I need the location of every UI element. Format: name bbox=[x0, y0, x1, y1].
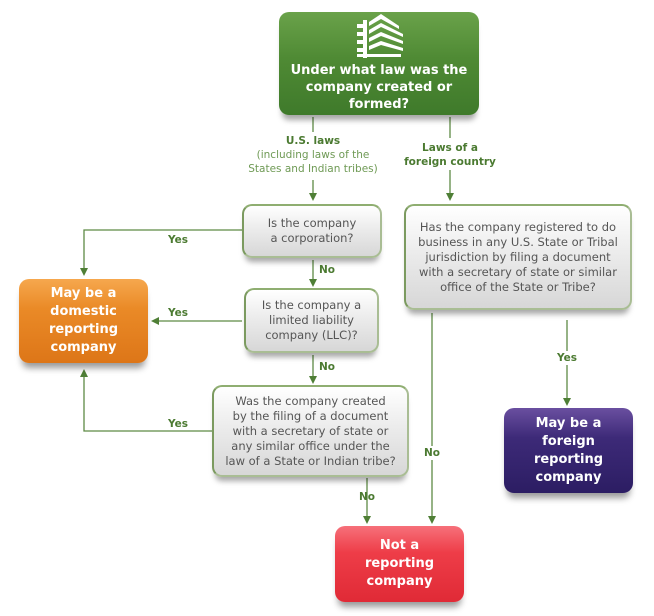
result-not-reporting: Not a reporting company bbox=[335, 526, 464, 602]
result-line: May be a bbox=[535, 415, 602, 431]
result-line: Not a bbox=[379, 538, 420, 553]
question-line: Was the company created bbox=[235, 393, 386, 408]
edge-label-filing-yes: Yes bbox=[167, 418, 188, 430]
result-line: reporting bbox=[48, 322, 119, 337]
result-line: domestic bbox=[50, 304, 117, 319]
connector-corporation-yes bbox=[80, 229, 242, 276]
question-line: a corporation? bbox=[270, 231, 354, 245]
foreign-laws-line2: foreign country bbox=[404, 156, 496, 168]
result-line: reporting bbox=[533, 451, 604, 467]
question-line: company (LLC)? bbox=[265, 328, 358, 342]
us-laws-title: U.S. laws bbox=[285, 135, 341, 147]
edge-label-registered-no: No bbox=[421, 446, 443, 460]
question-line: Has the company registered to do bbox=[419, 219, 617, 234]
result-line: foreign bbox=[542, 433, 595, 449]
result-line: company bbox=[366, 574, 433, 589]
edge-label-llc-no: No bbox=[318, 361, 335, 373]
question-line: any similar office under the bbox=[231, 438, 390, 453]
start-node: Under what law was the company created o… bbox=[279, 12, 479, 115]
result-domestic-reporting: May be a domestic reporting company bbox=[19, 279, 148, 363]
foreign-laws-line1: Laws of a bbox=[422, 142, 478, 154]
connector-filing-yes bbox=[80, 369, 212, 432]
question-line: with a secretary of state or bbox=[232, 423, 389, 438]
us-laws-subtitle-line2: States and Indian tribes) bbox=[248, 163, 378, 175]
edge-label-filing-no: No bbox=[358, 491, 375, 503]
question-llc: Is the company a limited liability compa… bbox=[244, 288, 379, 353]
start-question-line1: Under what law was the bbox=[290, 63, 468, 78]
question-corporation: Is the company a corporation? bbox=[242, 204, 382, 258]
question-line: law of a State or Indian tribe? bbox=[225, 453, 396, 468]
result-line: company bbox=[50, 340, 117, 355]
us-laws-subtitle-line1: (including laws of the bbox=[256, 149, 370, 161]
result-line: company bbox=[535, 469, 602, 485]
start-question-line2: company created or formed? bbox=[305, 80, 453, 112]
us-laws-label: U.S. laws (including laws of the States … bbox=[233, 134, 393, 176]
question-line: limited liability bbox=[269, 313, 354, 327]
question-line: Is the company bbox=[267, 216, 357, 230]
result-line: May be a bbox=[50, 286, 117, 301]
edge-label-registered-yes: Yes bbox=[549, 351, 585, 365]
question-filing: Was the company created by the filing of… bbox=[212, 385, 409, 477]
question-line: Is the company a bbox=[261, 298, 362, 312]
question-line: by the filing of a document bbox=[232, 408, 389, 423]
question-registered: Has the company registered to do busines… bbox=[404, 204, 632, 310]
question-line: office of the State or Tribe? bbox=[440, 279, 596, 294]
question-line: jurisdiction by filing a document bbox=[425, 249, 611, 264]
building-icon bbox=[357, 14, 403, 58]
question-line: business in any U.S. State or Tribal bbox=[418, 234, 618, 249]
edge-label-corporation-no: No bbox=[318, 264, 335, 276]
edge-label-llc-yes: Yes bbox=[167, 307, 188, 319]
result-line: reporting bbox=[364, 556, 435, 571]
foreign-laws-label: Laws of a foreign country bbox=[395, 141, 505, 169]
question-line: with a secretary of state or similar bbox=[419, 264, 617, 279]
result-foreign-reporting: May be a foreign reporting company bbox=[504, 408, 633, 493]
edge-label-corporation-yes: Yes bbox=[167, 234, 188, 246]
